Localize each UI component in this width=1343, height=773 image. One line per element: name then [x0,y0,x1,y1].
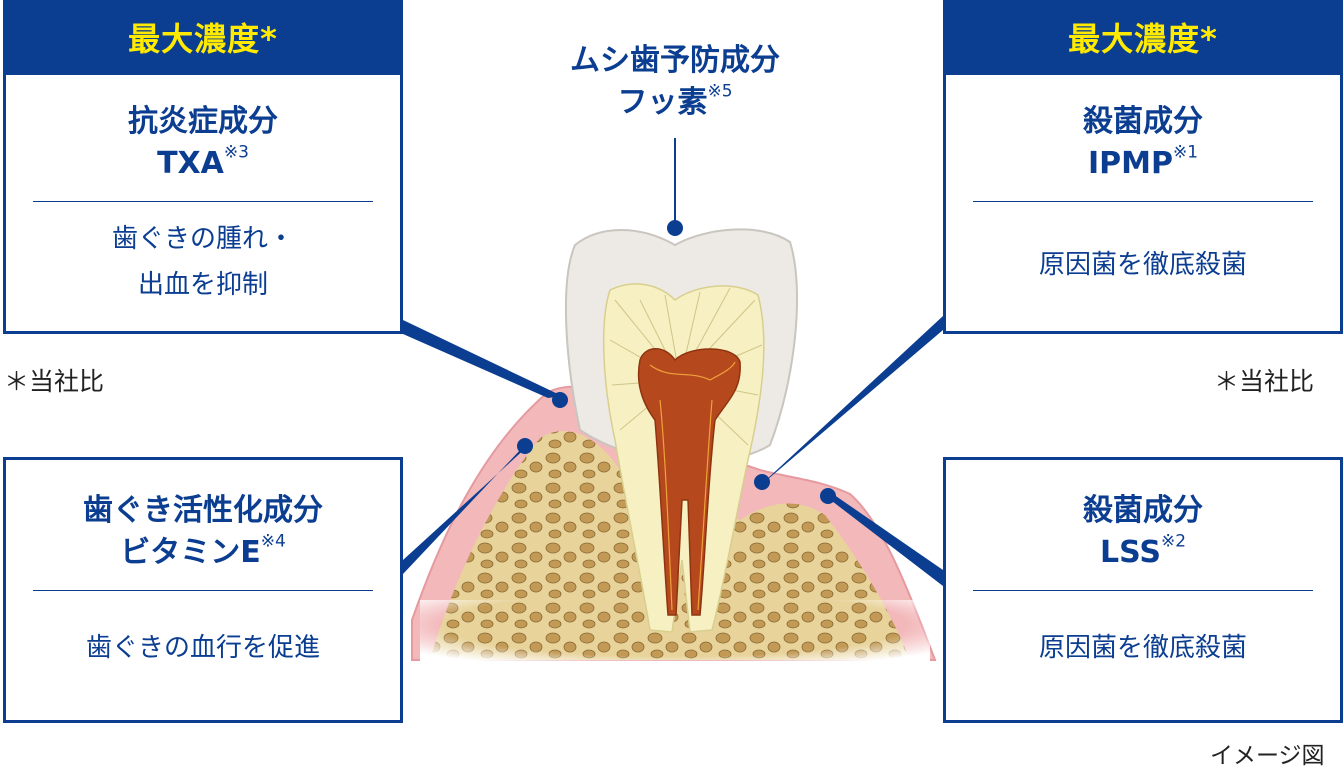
lss-desc: 原因菌を徹底殺菌 [1038,633,1247,663]
connector-ipmp [760,316,943,486]
ipmp-name: 殺菌成分 [1083,104,1203,139]
fluoride-ingredient-line: フッ素※5 [470,82,880,124]
fluoride-category: ムシ歯予防成分 [570,43,780,78]
vitamin-e-ingredient: ビタミンE [120,535,261,570]
txa-desc-2: 出血を抑制 [137,270,268,300]
comparison-note-left: ＊当社比 [4,367,105,396]
pulp [637,348,741,616]
txa-ingredient-line: TXA※3 [6,143,400,185]
vitamin-e-note-mark: ※4 [260,531,286,552]
connector-txa [403,320,562,398]
vitamin-e-body: 歯ぐき活性化成分 ビタミンE※4 歯ぐきの血行を促進 [6,460,400,671]
ipmp-ingredient: IPMP [1087,146,1173,181]
ipmp-box: 最大濃度* 殺菌成分 IPMP※1 原因菌を徹底殺菌 [943,0,1343,334]
vitamin-e-ingredient-line: ビタミンE※4 [6,532,400,574]
vitamin-e-desc: 歯ぐきの血行を促進 [85,633,320,663]
nerve-lines [649,361,736,611]
lss-body: 殺菌成分 LSS※2 原因菌を徹底殺菌 [946,460,1340,671]
fluoride-note-mark: ※5 [707,81,733,102]
txa-ingredient: TXA [157,146,224,181]
fluoride-ingredient: フッ素 [617,85,708,120]
ipmp-desc: 原因菌を徹底殺菌 [1038,250,1247,280]
lss-ingredient: LSS [1099,535,1161,570]
txa-box: 最大濃度* 抗炎症成分 TXA※3 歯ぐきの腫れ・ 出血を抑制 [3,0,403,334]
max-concentration-header: 最大濃度* [6,3,400,75]
txa-body: 抗炎症成分 TXA※3 歯ぐきの腫れ・ 出血を抑制 [6,75,400,308]
connector-lines [403,138,943,586]
ipmp-note-mark: ※1 [1172,142,1199,163]
divider [973,201,1313,202]
divider [973,590,1313,591]
txa-desc-1: 歯ぐきの腫れ・ [111,224,294,254]
vitamin-e-box: 歯ぐき活性化成分 ビタミンE※4 歯ぐきの血行を促進 [3,457,403,723]
divider [33,201,373,202]
fluoride-label: ムシ歯予防成分 フッ素※5 [470,40,880,124]
lss-box: 殺菌成分 LSS※2 原因菌を徹底殺菌 [943,457,1343,723]
divider [33,590,373,591]
ipmp-ingredient-line: IPMP※1 [946,143,1340,185]
lss-note-mark: ※2 [1160,531,1187,552]
txa-note-mark: ※3 [223,142,249,163]
max-concentration-header: 最大濃度* [946,3,1340,75]
vitamin-e-name: 歯ぐき活性化成分 [83,493,323,528]
connector-dots [517,220,836,504]
ipmp-body: 殺菌成分 IPMP※1 原因菌を徹底殺菌 [946,75,1340,288]
lss-ingredient-line: LSS※2 [946,532,1340,574]
txa-name: 抗炎症成分 [128,104,278,139]
lss-name: 殺菌成分 [1083,493,1203,528]
comparison-note-right: ＊当社比 [1214,367,1315,396]
image-note: イメージ図 [1210,743,1325,769]
connector-lss [828,492,943,586]
